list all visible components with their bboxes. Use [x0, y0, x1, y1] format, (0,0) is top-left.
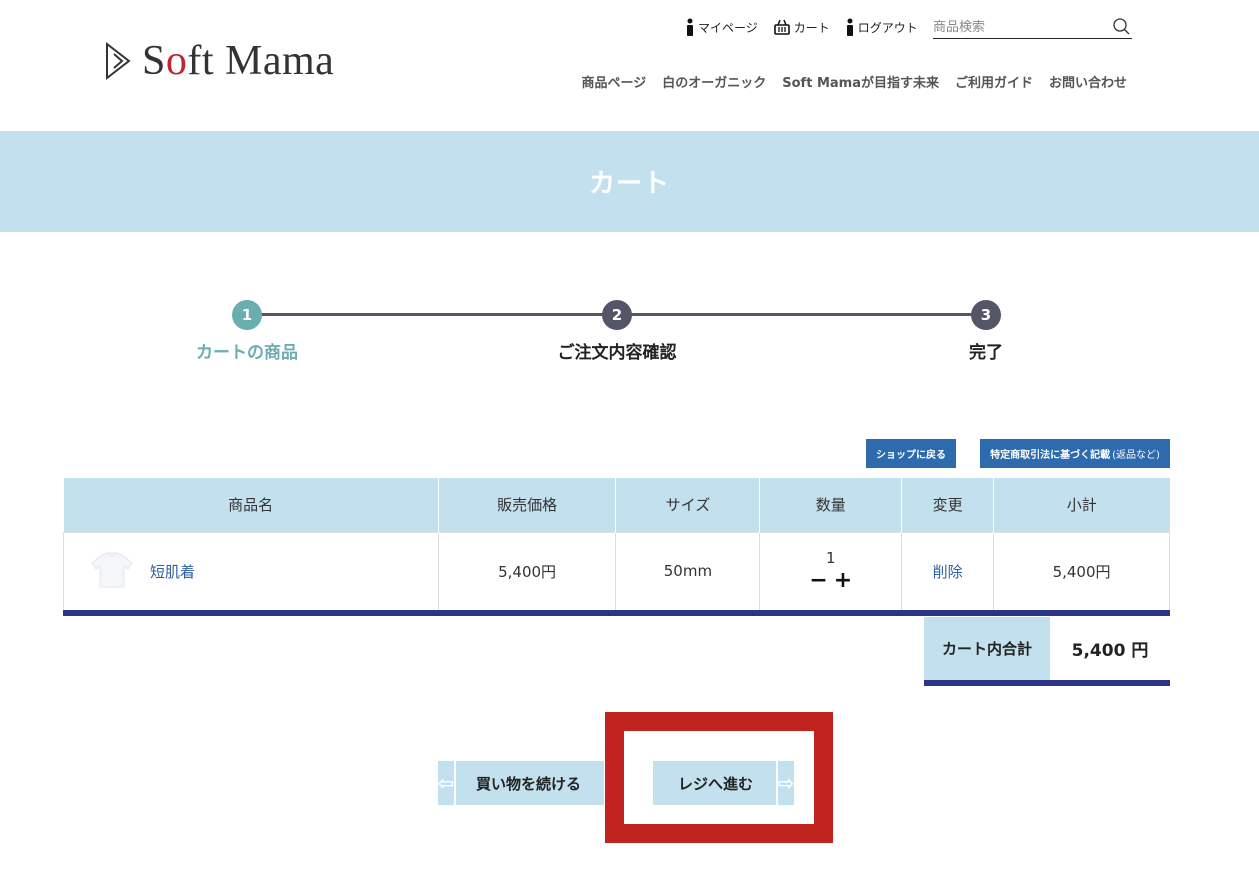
- person-icon: [846, 18, 853, 36]
- product-thumbnail[interactable]: [88, 551, 136, 591]
- header-price: 販売価格: [438, 478, 617, 532]
- table-row: 短肌着 5,400円 50mm 1 −+ 削除 5,400円: [63, 531, 1170, 611]
- legal-notice-sub: (返品など): [1112, 450, 1160, 461]
- mypage-label: マイページ: [698, 20, 758, 35]
- logo[interactable]: Soft Mama: [104, 40, 334, 82]
- total-bottom-rule: [924, 680, 1170, 686]
- back-to-shop-label: ショップに戻る: [876, 450, 946, 461]
- logo-text: Soft Mama: [142, 38, 335, 84]
- header-size: サイズ: [615, 478, 761, 532]
- arrow-left-icon: ⇦: [438, 761, 456, 805]
- search-icon[interactable]: [1112, 17, 1130, 35]
- search-box: [933, 16, 1132, 39]
- checkout-label: レジへ進む: [678, 774, 754, 793]
- cart-table: 商品名 販売価格 サイズ 数量 変更 小計 短肌着 5,400円 50mm: [63, 478, 1170, 611]
- price-cell: 5,400円: [437, 531, 617, 611]
- cart-label: カート: [793, 20, 830, 35]
- product-name-link[interactable]: 短肌着: [150, 562, 196, 581]
- nav-contact[interactable]: お問い合わせ: [1048, 76, 1127, 91]
- header-change: 変更: [901, 478, 995, 532]
- header-product-name: 商品名: [63, 478, 439, 532]
- step-1-label: カートの商品: [196, 343, 298, 363]
- logout-link[interactable]: ログアウト: [846, 18, 918, 36]
- product-cell: 短肌着: [63, 531, 439, 611]
- arrow-right-icon: ⇨: [776, 761, 794, 805]
- utility-nav: マイページ カート ログアウト: [686, 18, 934, 36]
- cart-link[interactable]: カート: [773, 19, 830, 36]
- legal-notice-button[interactable]: 特定商取引法に基づく記載 (返品など): [980, 439, 1170, 468]
- step-2-circle: 2: [602, 300, 632, 330]
- checkout-button[interactable]: レジへ進む ⇨: [653, 761, 794, 805]
- cart-total-value: 5,400 円: [1071, 641, 1149, 661]
- subtotal-cell: 5,400円: [993, 531, 1170, 611]
- header-quantity: 数量: [759, 478, 903, 532]
- step-2-label: ご注文内容確認: [557, 343, 677, 363]
- back-to-shop-button[interactable]: ショップに戻る: [866, 439, 956, 468]
- table-bottom-rule: [63, 610, 1170, 616]
- table-header-row: 商品名 販売価格 サイズ 数量 変更 小計: [63, 478, 1170, 532]
- cart-total: カート内合計 5,400 円: [924, 617, 1170, 680]
- delete-link[interactable]: 削除: [932, 562, 963, 581]
- size-cell: 50mm: [615, 531, 761, 611]
- nav-products[interactable]: 商品ページ: [581, 76, 647, 91]
- logo-mark-icon: [106, 41, 131, 81]
- basket-icon: [773, 19, 790, 35]
- search-input[interactable]: [933, 16, 1108, 39]
- nav-white-organic[interactable]: 白のオーガニック: [662, 76, 767, 91]
- page-banner: カート: [0, 131, 1259, 232]
- logout-label: ログアウト: [857, 20, 918, 35]
- step-3-circle: 3: [971, 300, 1001, 330]
- main-nav: 商品ページ 白のオーガニック Soft Mamaが目指す未来 ご利用ガイド お問…: [565, 72, 1127, 91]
- continue-shopping-button[interactable]: ⇦ 買い物を続ける: [438, 761, 604, 805]
- nav-future[interactable]: Soft Mamaが目指す未来: [782, 76, 939, 91]
- mypage-link[interactable]: マイページ: [686, 18, 758, 36]
- quantity-minus-button[interactable]: −: [809, 567, 828, 593]
- header-subtotal: 小計: [993, 478, 1170, 532]
- page-title: カート: [588, 169, 670, 199]
- change-cell: 削除: [901, 531, 995, 611]
- step-1-circle: 1: [232, 300, 262, 330]
- person-icon: [687, 18, 693, 36]
- continue-shopping-label: 買い物を続ける: [476, 774, 582, 793]
- legal-notice-label: 特定商取引法に基づく記載: [990, 450, 1111, 461]
- quantity-value: 1: [826, 548, 836, 567]
- quantity-plus-button[interactable]: +: [833, 567, 853, 593]
- quantity-cell: 1 −+: [759, 531, 903, 611]
- step-3-label: 完了: [969, 343, 1003, 363]
- cart-total-label: カート内合計: [924, 617, 1050, 680]
- nav-guide[interactable]: ご利用ガイド: [954, 76, 1033, 91]
